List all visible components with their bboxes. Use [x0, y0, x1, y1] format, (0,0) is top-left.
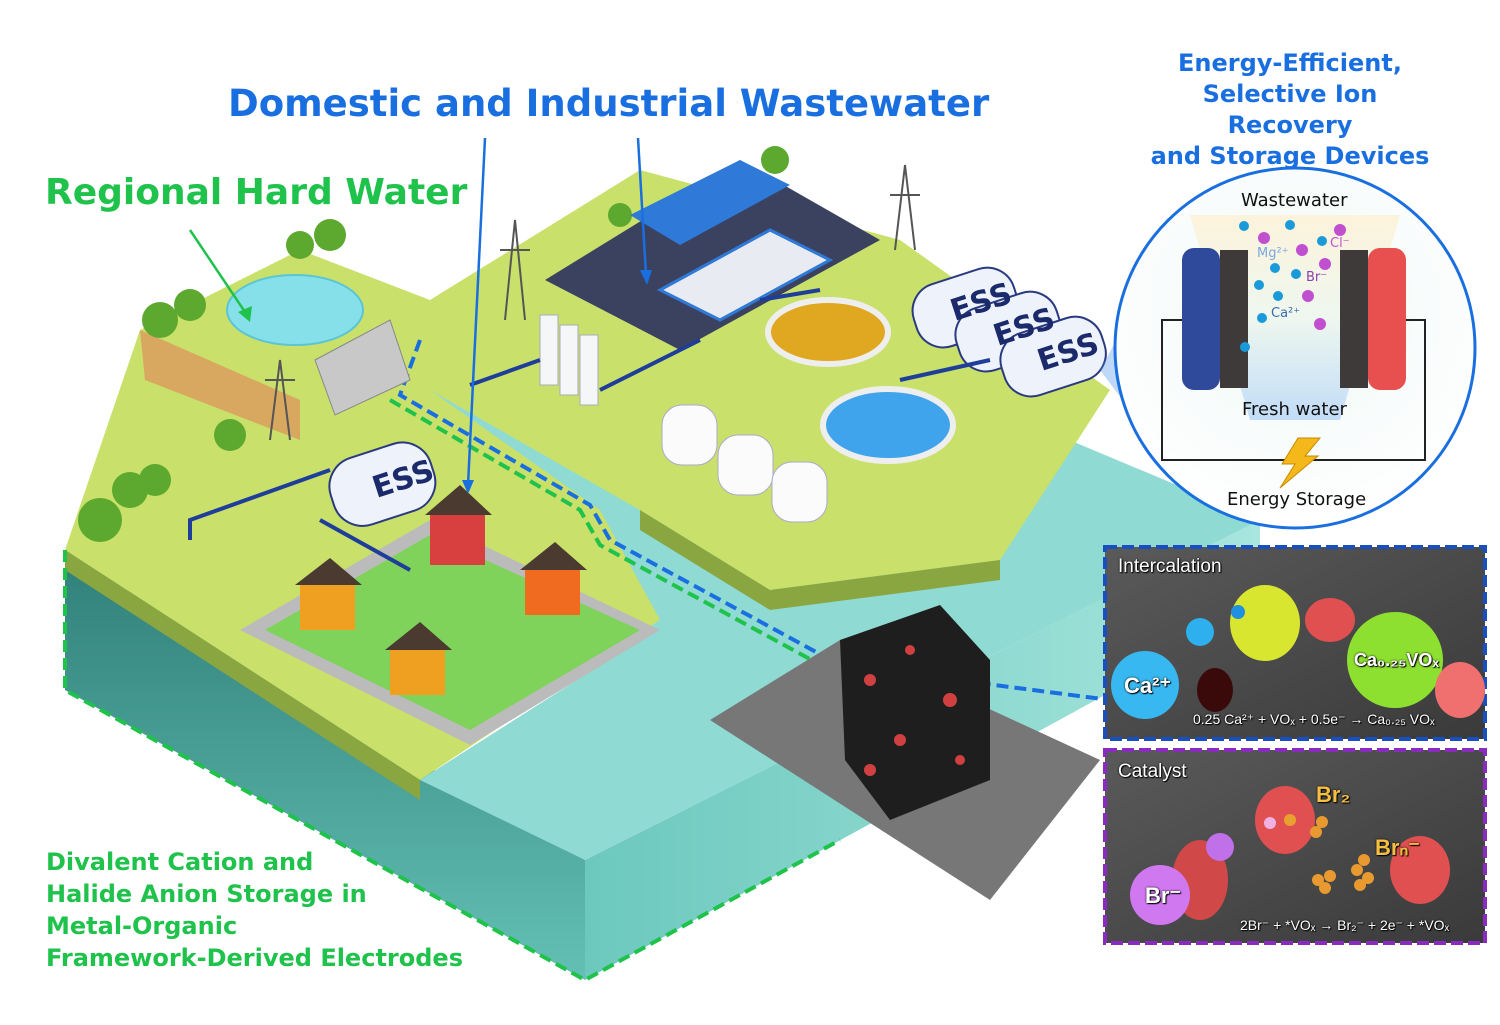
- slab-left-face: [65, 550, 585, 980]
- inset-energy-storage-label: Energy Storage: [1227, 489, 1367, 510]
- catalyst-art: [1130, 786, 1450, 925]
- catalyst-title: Catalyst: [1118, 761, 1187, 782]
- electrodes-title-line: Divalent Cation and: [46, 848, 314, 876]
- pond: [226, 274, 364, 346]
- power-pylons: [265, 164, 920, 441]
- houses: [240, 485, 660, 745]
- electrodes-title-line: Framework-Derived Electrodes: [46, 944, 463, 972]
- factory-building-2: [656, 228, 834, 322]
- hill-side: [140, 330, 300, 440]
- pointer-arrows: [188, 137, 652, 494]
- ca-ion-label: Ca²⁺: [1124, 673, 1172, 698]
- br-ion-label: Br⁻: [1145, 883, 1182, 908]
- left-land-edge: [65, 550, 420, 800]
- pipes: [188, 288, 991, 572]
- inset-freshwater-label: Fresh water: [1242, 399, 1347, 420]
- br2-label: Br₂: [1316, 782, 1351, 807]
- intercalation-title: Intercalation: [1118, 556, 1222, 577]
- mof-electrode: [840, 605, 990, 820]
- ca-vox-label: Ca₀.₂₅VOₓ: [1354, 650, 1439, 670]
- factory: [545, 160, 880, 350]
- wastewater-title: Domestic and Industrial Wastewater: [228, 82, 990, 125]
- device-inset: [1113, 166, 1477, 530]
- clarifier-blue: [820, 386, 956, 464]
- factory-building: [630, 160, 790, 245]
- electrodes-title: Divalent Cation and Halide Anion Storage…: [46, 846, 466, 974]
- green-dashed-boundary: [63, 550, 841, 983]
- clarifier-yellow: [765, 297, 891, 367]
- catalyst-equation: 2Br⁻ + *VOₓ → Br₂⁻ + 2e⁻ + *VOₓ: [1240, 917, 1450, 933]
- devices-title-line: Selective Ion Recovery: [1202, 80, 1378, 139]
- blue-dashed-boundary: [397, 339, 1111, 702]
- electrodes-title-line: Halide Anion Storage in: [46, 880, 367, 908]
- ion-label-br: Br⁻: [1306, 270, 1328, 285]
- dam: [314, 319, 411, 416]
- intercalation-art: [1111, 585, 1485, 719]
- right-land-edge: [640, 510, 1000, 610]
- ion-label-ca: Ca²⁺: [1271, 306, 1301, 321]
- hard-water-title: Regional Hard Water: [45, 172, 468, 213]
- ess-units: [328, 266, 1107, 527]
- electrodes-title-line: Metal-Organic: [46, 912, 238, 940]
- anode-plate: [1368, 248, 1406, 390]
- intercalation-equation: 0.25 Ca²⁺ + VOₓ + 0.5e⁻ → Ca₀.₂₅ VOₓ: [1193, 711, 1435, 727]
- ion-label-mg: Mg²⁺: [1257, 246, 1289, 261]
- silos: [539, 314, 599, 406]
- devices-title-line: Energy-Efficient,: [1178, 49, 1402, 77]
- devices-title-line: and Storage Devices: [1150, 142, 1430, 170]
- lightning-icon: [1279, 437, 1322, 489]
- storage-tanks: [661, 404, 828, 523]
- trees: [78, 146, 789, 542]
- cathode-plate: [1182, 248, 1220, 390]
- green-dashed-river: [388, 398, 831, 672]
- ion-label-cl: Cl⁻: [1330, 236, 1350, 251]
- inset-wastewater-label: Wastewater: [1241, 190, 1348, 211]
- brn-label: Brₙ⁻: [1375, 835, 1420, 860]
- devices-title: Energy-Efficient, Selective Ion Recovery…: [1140, 48, 1440, 172]
